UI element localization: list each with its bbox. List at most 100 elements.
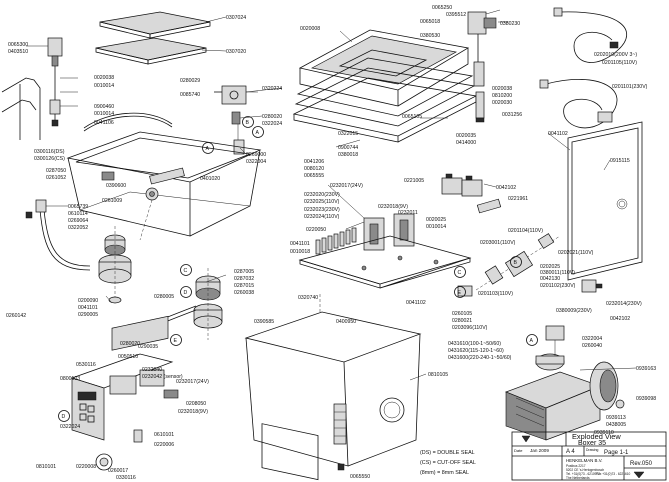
part-label: 0287050	[46, 168, 66, 174]
part-label: 0380011(110V)	[540, 270, 575, 276]
part-label: 0232040	[142, 367, 162, 373]
company-logo	[633, 471, 645, 479]
part-label: 0269064	[68, 218, 88, 224]
vacuum-chamber	[66, 131, 262, 241]
address-line: Tel. +31(0)73 - 6210977	[566, 472, 600, 476]
circle-ref: A	[256, 130, 260, 136]
part-label: 0203001(110V)	[480, 240, 516, 246]
part-label: 0380018	[338, 152, 358, 158]
note-cutoff-seal: (CS) = CUT-OFF SEAL	[420, 460, 476, 466]
part-label: 0221961	[508, 196, 528, 202]
circle-ref: A	[530, 338, 534, 344]
part-labels: 0065300 0403510 0307024 0307020 0020038 …	[6, 5, 656, 481]
part-label: 0287032	[234, 276, 254, 282]
part-label: 0390585	[254, 319, 274, 325]
part-label: 0322004	[246, 159, 266, 165]
part-label: 0232017(24V)	[330, 183, 363, 189]
seal-notes: (DS) = DOUBLE SEAL (CS) = CUT-OFF SEAL (…	[420, 450, 476, 476]
part-label: 0232042 (sensor)	[142, 374, 183, 380]
part-label: 0232018(9V)	[378, 204, 408, 210]
part-label: 0065105	[402, 114, 422, 120]
part-label: 0201105(110V)	[602, 60, 637, 66]
part-label: 0322052	[68, 225, 88, 231]
part-label: 0201104(110V)	[508, 228, 543, 234]
part-label: 0232017(24V)	[176, 379, 209, 385]
part-label: 0020008	[300, 26, 320, 32]
circle-ref: D	[184, 290, 188, 296]
circle-ref: C	[184, 268, 188, 274]
circle-ref: E	[458, 290, 462, 296]
title-block: Exploded View Boxer 35 Date Jan 2009 A 4…	[511, 431, 667, 481]
note-8mm-seal: (8mm) = 8mm SEAL	[420, 470, 469, 476]
part-label: 0939113	[606, 415, 626, 421]
part-label: 0041102	[406, 300, 426, 306]
company-name: HENKELMAN B.V.	[566, 458, 602, 463]
vacuum-pump	[505, 325, 625, 441]
part-label: 0201101(230V)	[612, 84, 648, 90]
part-label: 0287015	[234, 283, 254, 289]
part-label: 0810101	[36, 464, 56, 470]
part-label: 0042130	[540, 276, 560, 282]
part-label: 0431620(115-120-1~60)	[448, 348, 504, 354]
part-label: 0380230	[500, 21, 520, 27]
lid-assembly	[292, 29, 478, 143]
part-label: 0390600	[106, 183, 126, 189]
circle-ref: E	[174, 338, 178, 344]
part-label: 0232024(110V)	[304, 214, 340, 220]
part-label: 0290005	[78, 312, 98, 318]
part-label: 0065555	[304, 173, 324, 179]
part-label: 0010018	[290, 249, 310, 255]
title: Exploded View	[572, 432, 621, 441]
henkelman-logo	[521, 435, 531, 443]
leader-lines	[105, 30, 637, 381]
part-label: 0810105	[428, 372, 448, 378]
circle-references: A B C D E A B C D E A	[58, 116, 538, 422]
part-label: 0307024	[226, 15, 246, 21]
part-label: 0065300	[8, 42, 28, 48]
part-label: 0280021	[452, 318, 472, 324]
date-label: Date	[514, 448, 523, 453]
part-label: 0065250	[432, 5, 452, 11]
circle-ref: D	[62, 414, 66, 420]
terminal-base	[298, 227, 472, 289]
part-label: 0020038	[492, 86, 512, 92]
part-label: 0020035	[456, 133, 476, 139]
hose-left-assembly	[25, 199, 91, 271]
part-label: 0065550	[350, 474, 370, 480]
circle-ref: B	[514, 260, 518, 266]
part-label: 0403510	[8, 49, 28, 55]
part-label: 0221005	[404, 178, 424, 184]
solenoid-right	[139, 268, 223, 340]
part-label: 0042102	[610, 316, 630, 322]
transformer-block	[363, 213, 415, 251]
part-label: 0401020	[200, 176, 220, 182]
part-label: 0041106	[94, 120, 114, 126]
part-label: 0280005	[154, 294, 174, 300]
part-label: 0322004	[582, 336, 602, 342]
part-label: 0900744	[338, 145, 358, 151]
part-label: 0330116	[116, 475, 136, 481]
part-label: 0010014	[94, 111, 114, 117]
part-label: 0380009(230V)	[556, 308, 592, 314]
outer-housing	[244, 292, 422, 481]
part-label: 0939110	[594, 430, 614, 436]
lid-spring-assembly	[467, 9, 508, 123]
part-label: 0400950	[336, 319, 356, 325]
part-label: 0232011	[398, 210, 418, 216]
relay-block	[441, 173, 502, 214]
circle-ref: B	[246, 120, 250, 126]
part-label: 0080120	[304, 166, 324, 172]
part-label: 0414000	[456, 140, 476, 146]
part-label: 0800103	[60, 376, 80, 382]
part-label: 0232014(230V)	[606, 301, 642, 307]
part-label: 0201103(110V)	[478, 291, 513, 297]
part-label: 0320740	[298, 295, 318, 301]
part-label: 0085740	[180, 92, 200, 98]
part-label: 0220008	[76, 464, 96, 470]
circle-ref: C	[458, 270, 462, 276]
part-label: 0810200	[492, 93, 512, 99]
part-label: 0065018	[420, 19, 440, 25]
part-label: 0915115	[610, 158, 630, 164]
part-label: 0020025	[426, 217, 446, 223]
connector-assembly	[457, 233, 603, 297]
